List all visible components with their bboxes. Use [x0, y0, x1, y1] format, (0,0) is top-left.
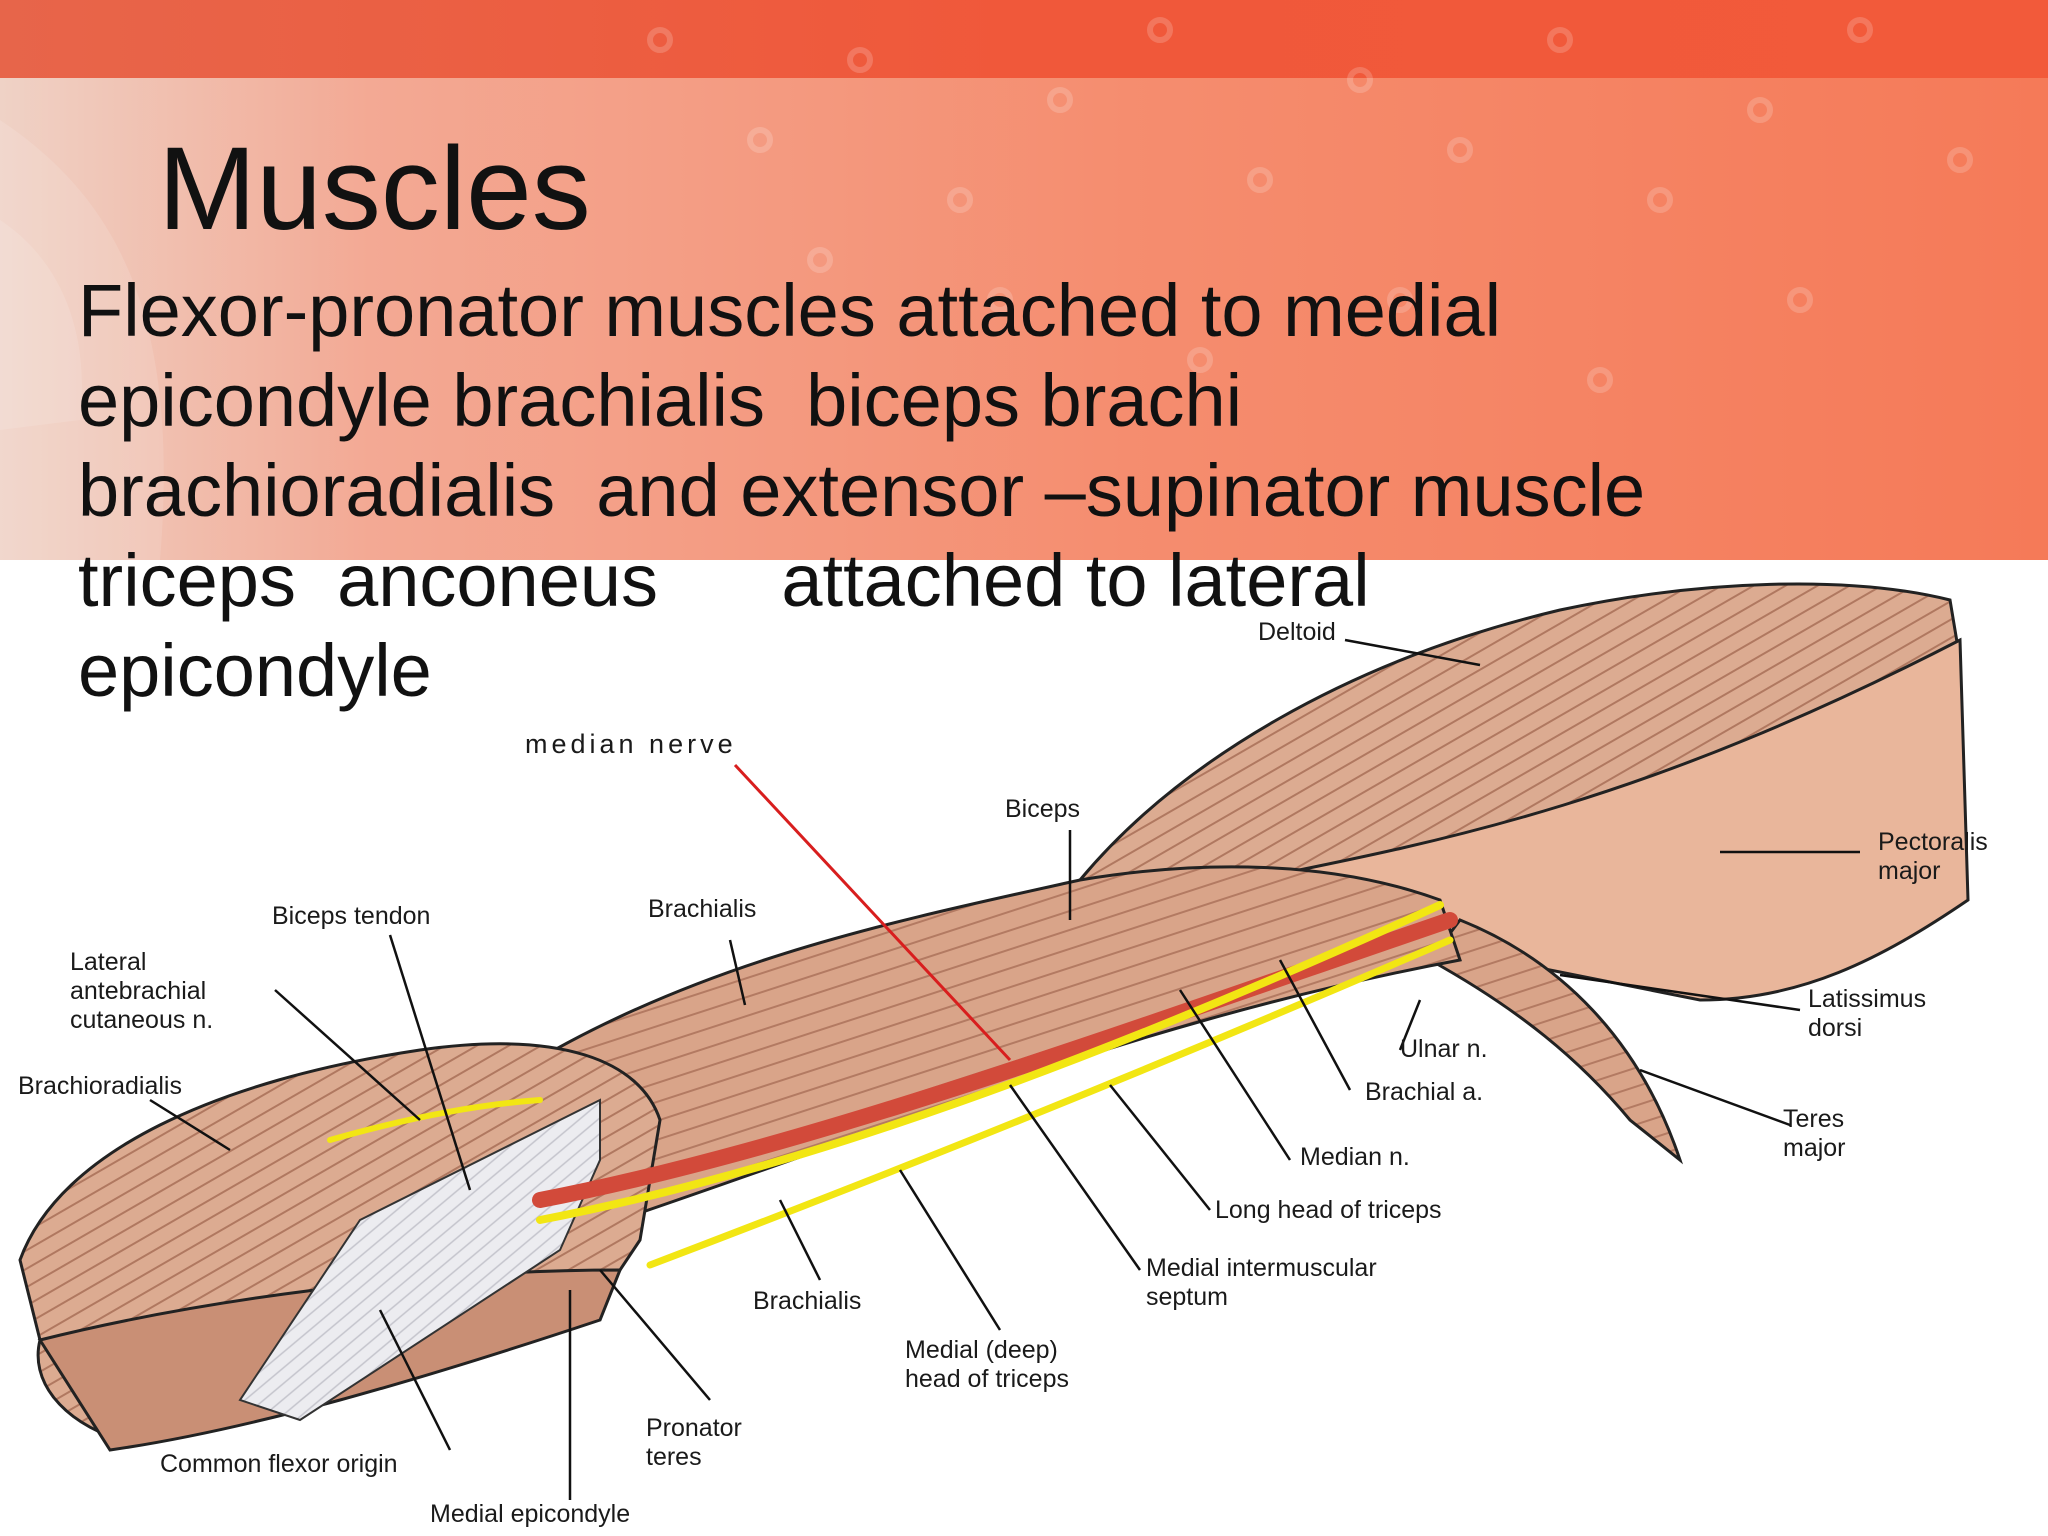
- banner-top-strip: [0, 0, 2048, 78]
- slide-body: Flexor-pronator muscles attached to medi…: [78, 266, 1778, 716]
- label-median-nerve: median nerve: [525, 729, 737, 759]
- label-lateral-antebrachial: Lateral antebrachial cutaneous n.: [70, 948, 214, 1034]
- header-banner: [0, 0, 2048, 560]
- label-pronator-teres: Pronator teres: [646, 1414, 742, 1471]
- body-line: Flexor-pronator muscles attached to medi…: [78, 269, 1502, 352]
- brachial-artery: [532, 912, 1458, 1208]
- label-brachial-a: Brachial a.: [1365, 1078, 1484, 1106]
- label-medial-deep-head-triceps: Medial (deep) head of triceps: [905, 1336, 1069, 1393]
- latissimus-muscle: [1427, 918, 1684, 1165]
- banner-decoration: [0, 17, 1973, 560]
- label-biceps: Biceps: [1005, 795, 1081, 823]
- body-line: brachioradialis and extensor –supinator …: [78, 449, 1646, 532]
- label-pectoralis-major: Pectoralis major: [1878, 828, 1988, 885]
- arm-anatomy-illustration: [18, 582, 1970, 1500]
- label-biceps-tendon: Biceps tendon: [272, 902, 431, 930]
- label-brachialis-bottom: Brachialis: [753, 1287, 862, 1315]
- label-long-head-triceps: Long head of triceps: [1215, 1196, 1442, 1224]
- cutaneous-nerve-yellow: [327, 1097, 543, 1143]
- label-ulnar-n: Ulnar n.: [1400, 1035, 1488, 1063]
- body-line: epicondyle brachialis biceps brachi: [78, 359, 1243, 442]
- slide-title: Muscles: [158, 123, 591, 255]
- label-deltoid: Deltoid: [1258, 618, 1336, 646]
- label-common-flexor-origin: Common flexor origin: [160, 1450, 398, 1478]
- label-teres-major: Teres major: [1783, 1105, 1846, 1162]
- body-line: epicondyle: [78, 629, 432, 712]
- label-medial-intermuscular-septum: Medial intermuscular septum: [1146, 1254, 1377, 1311]
- body-line: triceps anconeus attached to lateral: [78, 539, 1370, 622]
- label-brachioradialis: Brachioradialis: [18, 1072, 182, 1100]
- label-brachialis-top: Brachialis: [648, 895, 757, 923]
- label-latissimus-dorsi: Latissimus dorsi: [1808, 985, 1927, 1042]
- label-median-n: Median n.: [1300, 1143, 1410, 1171]
- biceps-tendon-fan: [238, 1098, 601, 1422]
- label-medial-epicondyle: Medial epicondyle: [430, 1500, 631, 1528]
- median-nerve-yellow: [536, 901, 1444, 1224]
